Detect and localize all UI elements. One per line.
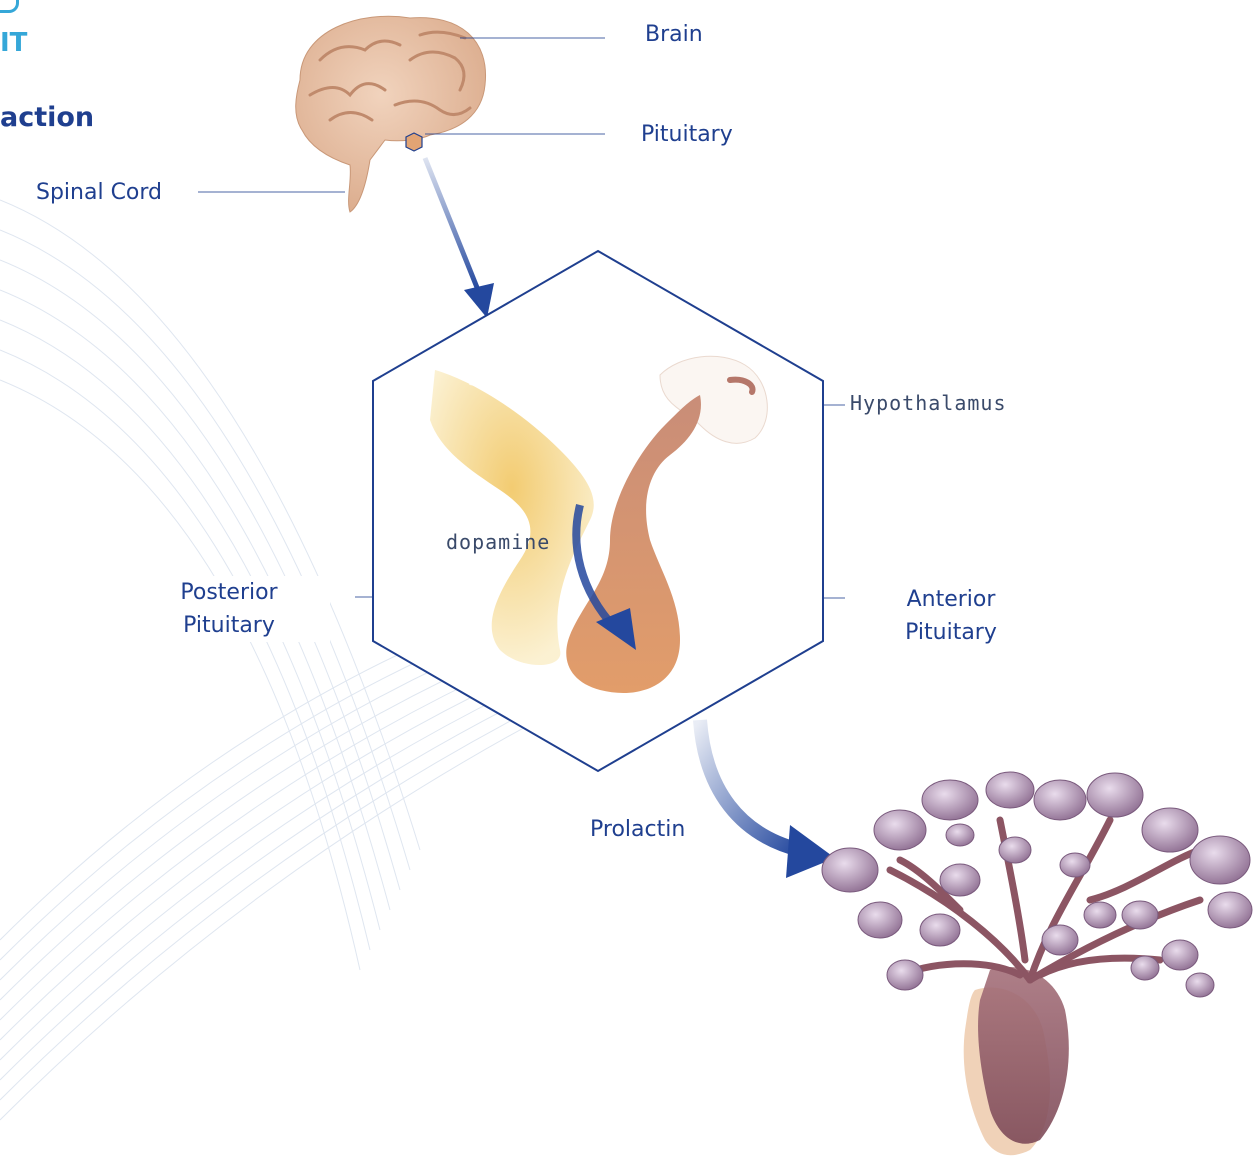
label-anterior-pituitary: Anterior Pituitary xyxy=(850,583,1052,649)
arrow-brain-to-pituitary xyxy=(425,158,494,318)
label-pituitary: Pituitary xyxy=(641,118,733,151)
arrow-pituitary-to-breast xyxy=(700,720,835,878)
label-dopamine: dopamine xyxy=(446,530,550,554)
mammary-gland-illustration xyxy=(822,772,1252,1155)
logo-text: IT xyxy=(0,28,27,58)
pituitary-hexagon xyxy=(373,251,823,771)
label-posterior-line1: Posterior xyxy=(134,576,324,609)
label-posterior-pituitary: Posterior Pituitary xyxy=(128,576,330,642)
slide-title: action xyxy=(0,102,94,133)
label-hypothalamus: Hypothalamus xyxy=(850,391,1007,415)
label-brain: Brain xyxy=(645,18,703,51)
brain-illustration xyxy=(296,16,486,212)
label-posterior-line2: Pituitary xyxy=(134,609,324,642)
label-spinal-cord: Spinal Cord xyxy=(30,176,168,209)
label-anterior-line1: Anterior xyxy=(856,583,1046,616)
label-prolactin: Prolactin xyxy=(590,813,685,846)
label-anterior-line2: Pituitary xyxy=(856,616,1046,649)
